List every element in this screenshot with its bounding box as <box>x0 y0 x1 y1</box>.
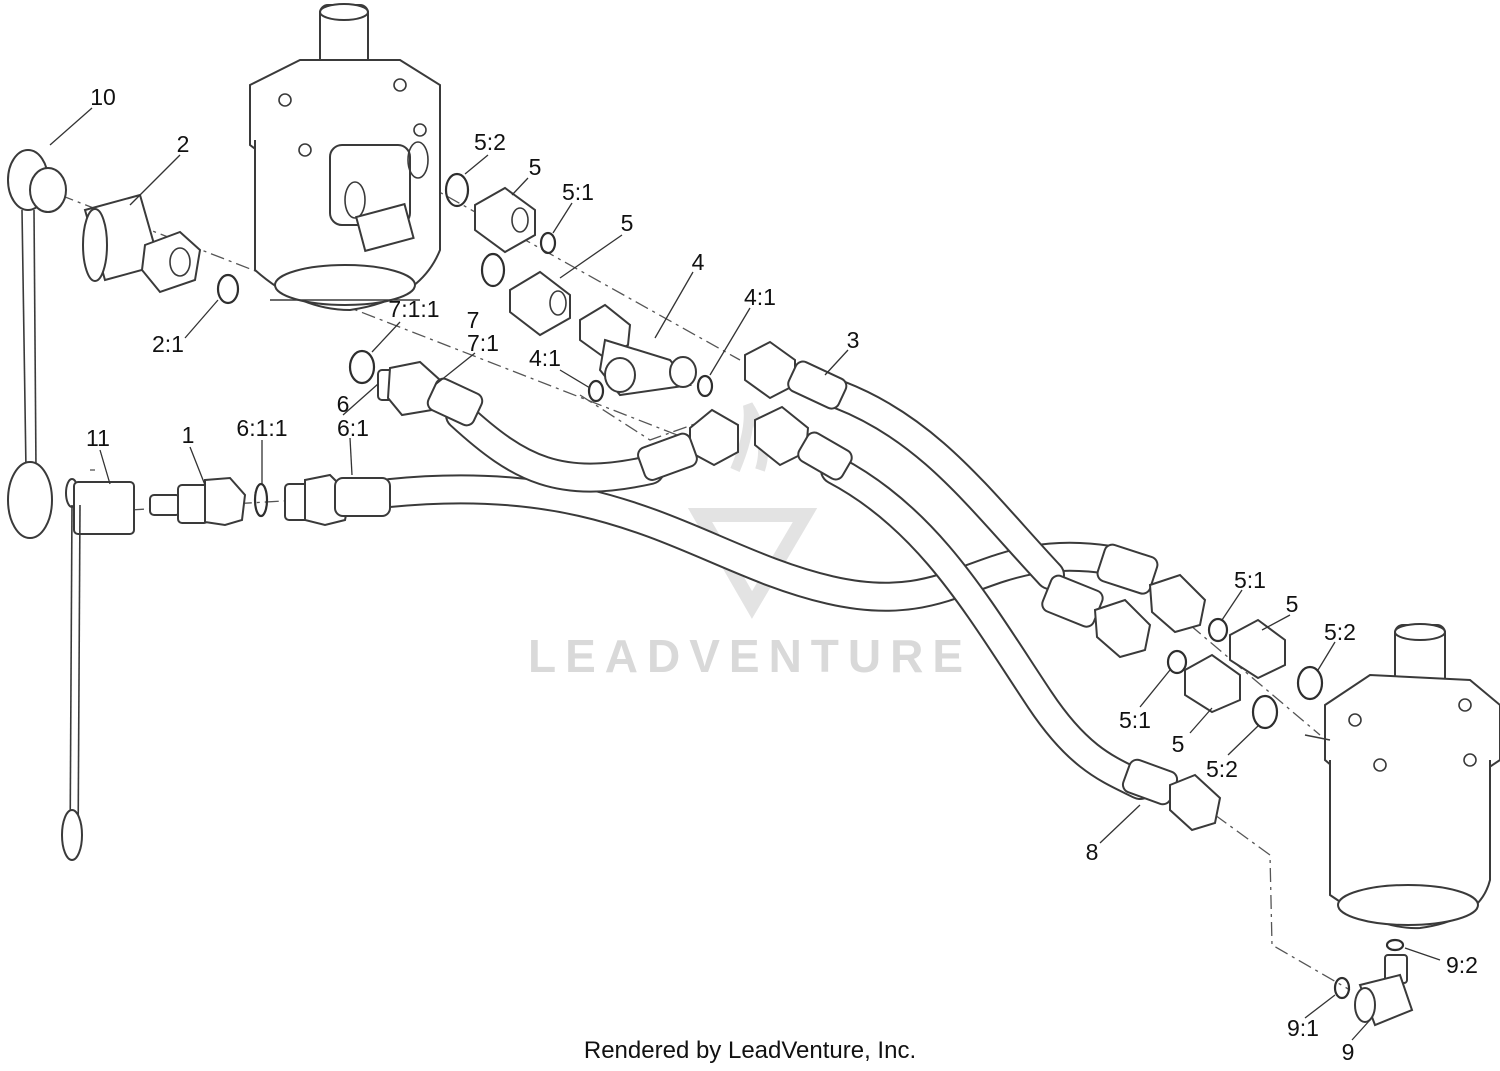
callout-5-2-right: 5:2 <box>1324 619 1356 645</box>
watermark-text: LEADVENTURE <box>528 630 972 682</box>
upper-hydraulic-motor <box>249 3 441 312</box>
callout-4-1-left: 4:1 <box>529 345 561 371</box>
o-rings <box>216 172 1405 1000</box>
hoses <box>375 380 1155 800</box>
callout-7-1: 7:1 <box>467 330 499 356</box>
callout-5-a: 5 <box>529 154 542 180</box>
callout-labels: 10 2 2:1 5:2 5 5:1 5 4 4:1 4:1 7:1:1 7 7… <box>86 84 1478 1065</box>
callout-5-c: 5 <box>1286 591 1299 617</box>
callout-3: 3 <box>847 327 860 353</box>
callout-7-1-1: 7:1:1 <box>388 296 439 322</box>
elbow-fitting-9 <box>1354 954 1414 1027</box>
callout-11: 11 <box>86 425 110 451</box>
fitting-7 <box>377 360 484 427</box>
callout-7: 7 <box>467 307 480 333</box>
callout-1: 1 <box>182 422 195 448</box>
callout-2: 2 <box>177 131 190 157</box>
callout-5-b: 5 <box>621 210 634 236</box>
dust-cap-10 <box>7 149 67 539</box>
callout-4: 4 <box>692 249 705 275</box>
callout-9-2: 9:2 <box>1446 952 1478 978</box>
callout-6: 6 <box>337 391 350 417</box>
callout-6-1: 6:1 <box>337 415 369 441</box>
callout-2-1: 2:1 <box>152 331 184 357</box>
leader-lines <box>49 107 1441 1041</box>
callout-8: 8 <box>1086 839 1099 865</box>
coupler-2 <box>82 193 202 294</box>
fittings-lower-right <box>1041 543 1286 832</box>
callout-5-2-low: 5:2 <box>1206 756 1238 782</box>
callout-10: 10 <box>90 84 116 110</box>
callout-5-d: 5 <box>1172 731 1185 757</box>
fitting-1-and-cap-11 <box>61 473 391 861</box>
fittings-5-upper <box>474 186 571 337</box>
hose-end-fittings-upper <box>637 340 853 481</box>
assembly-centerlines <box>59 169 1351 991</box>
callout-4-1-right: 4:1 <box>744 284 776 310</box>
lower-hydraulic-motor <box>1304 623 1500 930</box>
callout-5-2-top: 5:2 <box>474 129 506 155</box>
callout-6-1-1: 6:1:1 <box>236 415 287 441</box>
callout-5-1-right: 5:1 <box>1234 567 1266 593</box>
callout-9-1: 9:1 <box>1287 1015 1319 1041</box>
callout-5-1-top: 5:1 <box>562 179 594 205</box>
callout-9: 9 <box>1342 1039 1355 1065</box>
rendered-by-footer: Rendered by LeadVenture, Inc. <box>584 1037 916 1064</box>
callout-5-1-low: 5:1 <box>1119 707 1151 733</box>
tee-fitting-4 <box>579 303 697 397</box>
